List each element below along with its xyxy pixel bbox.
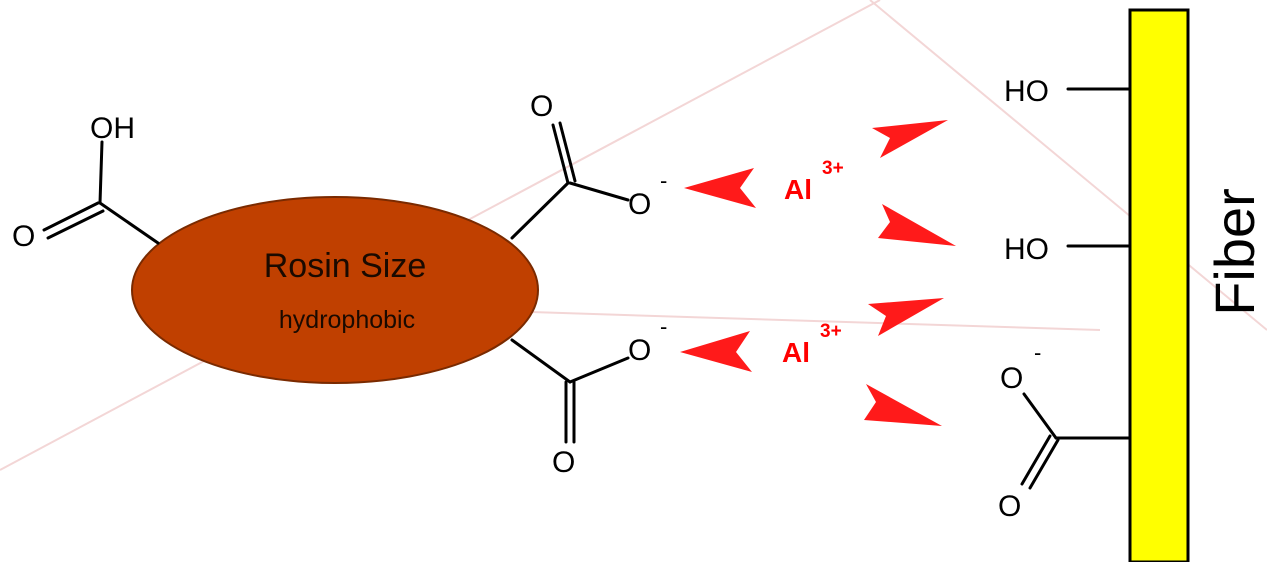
arrow-lower-left bbox=[680, 331, 752, 372]
rosin-size-ellipse bbox=[131, 196, 539, 384]
lower-carboxylate: O - O bbox=[510, 314, 667, 479]
atom-ho-lower: HO bbox=[1004, 233, 1049, 266]
arrow-upper-right-up bbox=[872, 120, 948, 158]
fiber-hydroxyl-upper: HO bbox=[1004, 75, 1132, 108]
al-symbol-lower: Al bbox=[782, 337, 810, 368]
charge-minus-upper: - bbox=[660, 168, 667, 193]
charge-minus-fiber: - bbox=[1034, 340, 1041, 365]
atom-o-fiber-bottom: O bbox=[998, 490, 1021, 523]
atom-o-lower-bottom: O bbox=[552, 446, 575, 479]
atom-o-left: O bbox=[12, 220, 35, 253]
arrow-upper-left bbox=[684, 168, 756, 208]
atom-o-upper-top: O bbox=[530, 90, 553, 123]
arrow-lower-right-up bbox=[868, 298, 944, 336]
arrow-lower-right-down bbox=[864, 384, 942, 426]
arrow-upper-right-down bbox=[878, 204, 956, 246]
charge-minus-lower: - bbox=[660, 314, 667, 339]
al-charge-lower: 3+ bbox=[820, 321, 842, 342]
fiber-bar bbox=[1128, 8, 1190, 562]
atom-ho-upper: HO bbox=[1004, 75, 1049, 108]
al-charge-upper: 3+ bbox=[822, 158, 844, 179]
upper-carboxylate: O O - bbox=[510, 90, 667, 240]
fiber-hydroxyl-lower: HO bbox=[1004, 233, 1132, 266]
atom-o-minus-fiber: O bbox=[1000, 362, 1023, 395]
rosin-title: Rosin Size bbox=[264, 247, 427, 285]
atom-o-minus-upper: O bbox=[628, 188, 651, 221]
rosin-subtitle: hydrophobic bbox=[279, 306, 415, 334]
al-ion-lower: Al 3+ bbox=[782, 321, 842, 368]
atom-o-minus-lower: O bbox=[628, 334, 651, 367]
interaction-arrows bbox=[680, 120, 956, 426]
left-carboxylic-acid: OH O bbox=[12, 112, 160, 253]
fiber-carboxylate: O - O bbox=[998, 340, 1132, 523]
al-symbol-upper: Al bbox=[784, 174, 812, 205]
al-ion-upper: Al 3+ bbox=[784, 158, 844, 205]
atom-oh: OH bbox=[90, 112, 135, 145]
fiber-label: Fiber bbox=[1203, 188, 1266, 316]
